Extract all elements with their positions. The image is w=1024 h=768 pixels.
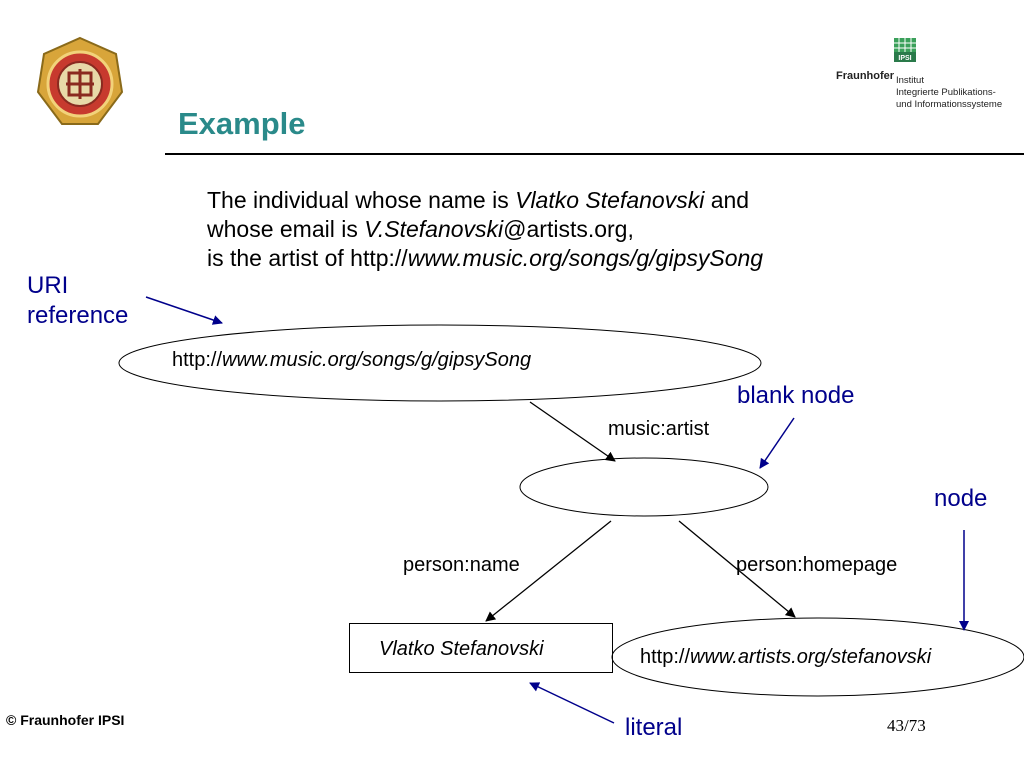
statement-line-3: is the artist of http://www.music.org/so…: [207, 245, 764, 271]
literal-node: [349, 623, 613, 673]
homepage-uri-label: http://www.artists.org/stefanovski: [640, 646, 932, 668]
fraunhofer-brand: Fraunhofer: [836, 70, 895, 82]
statement-text: The individual whose name is Vlatko Stef…: [207, 186, 967, 273]
annotation-blank-node: blank node: [737, 382, 855, 409]
statement-line-1: The individual whose name is Vlatko Stef…: [207, 187, 750, 213]
ipsi-logo-box: IPSI: [894, 38, 916, 62]
edge-music-artist: [529, 401, 616, 462]
blank-node: [519, 457, 769, 517]
annotation-uri-line2: reference: [27, 302, 129, 329]
title-divider: [165, 153, 1024, 155]
annotation-node: node: [934, 485, 988, 512]
institute-line-1: Institut: [896, 75, 924, 86]
edge-label-music-artist: music:artist: [608, 418, 710, 440]
uri-reference-pointer: [145, 296, 223, 325]
ipsi-box-label: IPSI: [898, 55, 911, 62]
song-uri-label: http://www.music.org/songs/g/gipsySong: [172, 349, 532, 371]
institute-line-2: Integrierte Publikations-: [896, 87, 996, 98]
edge-person-homepage: [678, 520, 796, 618]
slide-title: Example: [178, 106, 306, 141]
page-number: 43/73: [887, 716, 926, 735]
statement-line-2: whose email is V.Stefanovski@artists.org…: [207, 216, 634, 242]
edge-label-person-name: person:name: [403, 554, 520, 576]
literal-pointer: [529, 682, 615, 724]
edge-label-person-homepage: person:homepage: [736, 554, 898, 576]
annotation-literal: literal: [625, 714, 683, 741]
blank-node-pointer: [759, 417, 795, 469]
literal-label: Vlatko Stefanovski: [379, 638, 544, 660]
song-uri-node: [118, 324, 762, 402]
edge-person-name: [485, 520, 612, 622]
university-seal-logo: [36, 36, 124, 125]
institute-line-3: und Informationssysteme: [896, 99, 1003, 110]
annotation-uri-line1: URI: [27, 272, 69, 299]
copyright-footer: © Fraunhofer IPSI: [6, 712, 125, 728]
